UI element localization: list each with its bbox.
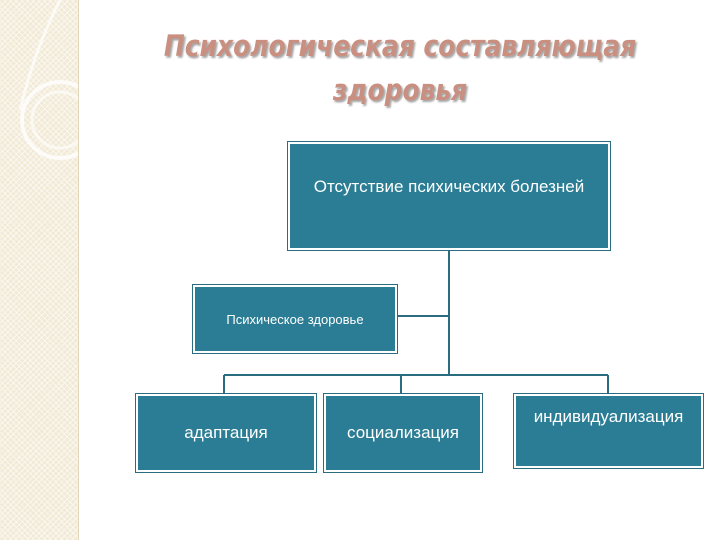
node-mental-health: Психическое здоровье [193,285,397,353]
node-individualization: индивидуализация [514,394,703,468]
node-adaptation: адаптация [136,394,316,472]
node-root: Отсутствие психических болезней [288,142,610,250]
node-socialization: социализация [324,394,482,472]
